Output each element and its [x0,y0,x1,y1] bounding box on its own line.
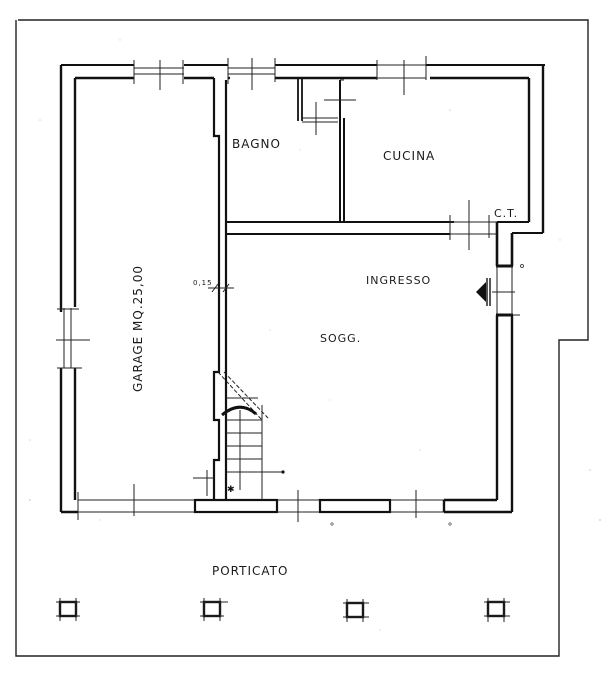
room-label-ingresso: INGRESSO [366,274,431,287]
wall-thickness-dimension [208,283,234,293]
room-label-cucina: CUCINA [383,149,435,163]
room-label-bagno: BAGNO [232,137,281,151]
window-garage-top [133,60,184,90]
room-label-porticato: PORTICATO [212,564,288,578]
window-cucina-top [376,56,427,95]
column-1 [56,598,80,621]
paper-texture [29,39,601,631]
wall-thickness-label: 0,15 [193,279,213,287]
window-garage-left [56,308,90,369]
room-label-soggiorno: SOGG. [320,332,361,345]
site-boundary [15,19,589,657]
room-label-garage: GARAGE MQ.25,00 [131,265,145,392]
entrance-door [492,266,520,317]
entrance-arrow-icon [476,278,491,306]
staircase: ✱ [193,371,285,500]
stair-mark: ✱ [227,485,235,495]
interior-walls [212,78,497,500]
window-bagno-top [227,58,276,90]
column-2 [200,598,228,621]
column-4 [484,598,510,622]
porticato-columns [56,598,510,622]
column-3 [343,599,369,622]
exterior-walls [56,56,545,526]
room-label-ct: C.T. [494,207,518,220]
